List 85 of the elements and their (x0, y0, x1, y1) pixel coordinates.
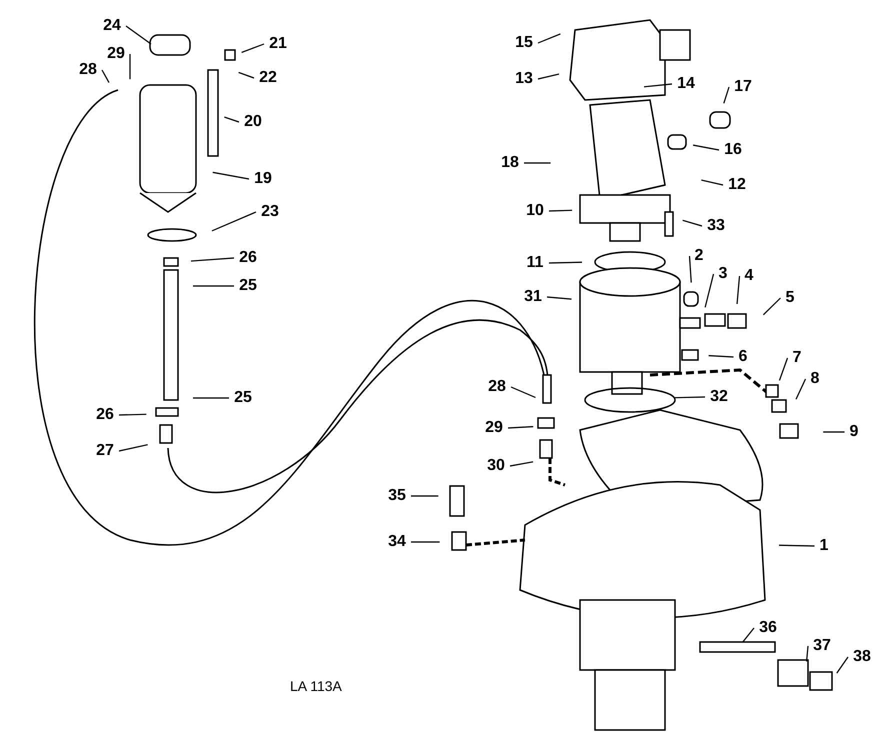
leader-line (241, 43, 264, 53)
leader-line (796, 378, 806, 400)
callout-number: 29 (107, 45, 125, 63)
leader-line (723, 86, 730, 104)
callout-number: 6 (738, 348, 748, 366)
leader-line (742, 628, 754, 642)
callout-number: 25 (234, 389, 252, 407)
callout-number: 35 (388, 487, 406, 505)
leader-line (101, 70, 110, 83)
callout-number: 26 (96, 406, 114, 424)
callout-number: 26 (239, 249, 257, 267)
leader-line (692, 144, 720, 151)
callout-number: 13 (515, 70, 533, 88)
callout-number: 28 (488, 378, 506, 396)
callout-number: 32 (710, 388, 728, 406)
callout-number: 31 (524, 288, 542, 306)
callout-number: 36 (759, 619, 777, 637)
drawing-number: LA 113A (290, 678, 342, 694)
leader-line (806, 646, 809, 662)
callout-number: 24 (103, 17, 121, 35)
callout-number: 14 (677, 75, 695, 93)
leader-line (126, 26, 152, 44)
callout-number: 16 (724, 141, 742, 159)
leader-line (778, 544, 815, 547)
callout-number: 10 (526, 202, 544, 220)
callout-number: 22 (259, 69, 277, 87)
leader-line (510, 461, 534, 467)
callout-number: 23 (261, 203, 279, 221)
leader-line (510, 386, 536, 398)
callout-number: 1 (820, 537, 828, 555)
callout-number: 17 (734, 78, 752, 96)
callout-number: 8 (810, 370, 820, 388)
callout-number: 7 (792, 349, 802, 367)
leader-line (538, 33, 561, 44)
callout-number: 11 (526, 254, 544, 272)
leader-line (190, 257, 234, 262)
leader-line (762, 298, 781, 316)
leader-line (674, 396, 706, 398)
leader-line (508, 426, 534, 429)
leader-line (224, 116, 240, 123)
callout-number: 5 (786, 289, 794, 307)
callout-number: 37 (813, 637, 831, 655)
callout-number: 4 (744, 267, 754, 285)
callout-number: 27 (96, 442, 114, 460)
leader-line (118, 444, 148, 452)
callout-number: 28 (79, 61, 97, 79)
leader-line (118, 414, 146, 416)
callout-number: 30 (487, 457, 505, 475)
leader-line (524, 162, 551, 164)
callout-number: 18 (501, 154, 519, 172)
leader-line (778, 358, 788, 381)
leader-line (823, 431, 844, 433)
leader-line (129, 54, 131, 80)
callout-number: 33 (707, 217, 725, 235)
callout-number: 3 (718, 265, 728, 283)
leader-line (701, 180, 724, 186)
callout-number: 38 (853, 648, 871, 666)
leader-line (682, 220, 702, 227)
leader-line (836, 656, 848, 674)
callout-number: 2 (694, 247, 704, 265)
leader-line (411, 495, 438, 497)
leader-line (538, 74, 560, 80)
leader-line (212, 211, 256, 232)
leader-line (238, 72, 254, 79)
callout-number: 19 (254, 170, 272, 188)
leader-line (212, 172, 250, 180)
leader-line (548, 262, 582, 264)
leader-line (193, 397, 229, 399)
leader-line (193, 285, 234, 287)
leader-line (644, 83, 672, 88)
callout-number: 12 (728, 176, 746, 194)
leader-line (411, 541, 440, 543)
callout-number: 20 (244, 113, 262, 131)
callout-number: 21 (269, 35, 287, 53)
leader-line (708, 355, 734, 358)
callout-number: 34 (388, 533, 406, 551)
callout-number: 29 (485, 419, 503, 437)
callout-number: 25 (239, 277, 257, 295)
leader-line (736, 276, 740, 304)
callout-number: 15 (515, 34, 533, 52)
callout-number: 9 (850, 423, 858, 441)
leader-line (704, 274, 714, 308)
leader-line (548, 210, 572, 212)
leader-line (546, 296, 572, 300)
leader-line (688, 256, 692, 283)
